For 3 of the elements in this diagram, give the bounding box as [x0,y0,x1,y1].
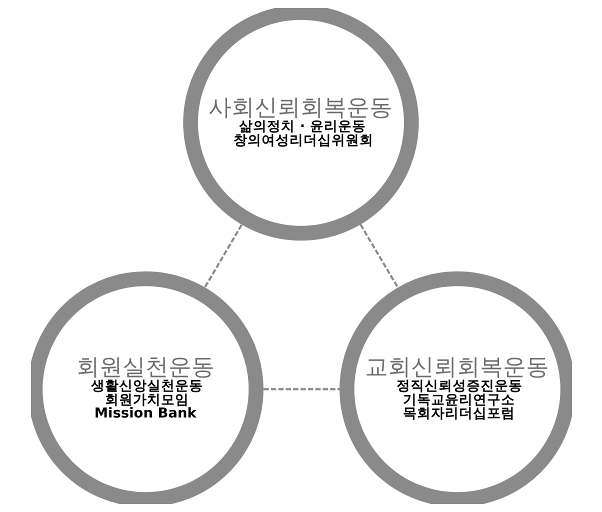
node-circle: 사회신뢰회복운동 삶의정치 · 윤리운동 창의여성리더십위원회 [182,8,418,241]
node-circle: 회원실천운동 생활신앙실천운동 회원가치모임 Mission Bank [30,271,263,504]
node-circle: 교회신뢰회복운동 정직신뢰성증진운동 기독교윤리연구소 목회자리더십포럼 [339,271,572,504]
